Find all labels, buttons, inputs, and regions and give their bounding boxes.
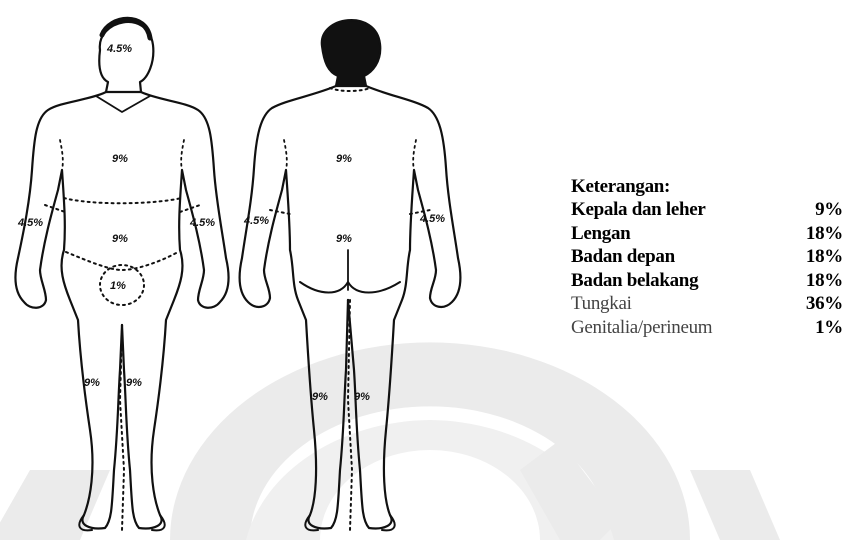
back-arm-left-label: 4.5%	[243, 215, 269, 227]
legend-value: 1%	[815, 316, 843, 340]
legend-value: 18%	[806, 222, 843, 246]
back-arm-right-label: 4.5%	[419, 213, 445, 225]
legend-row-back-torso: Badan belakang 18%	[571, 269, 843, 293]
front-leg-right-label: 9%	[126, 377, 142, 389]
legend-label: Genitalia/perineum	[571, 316, 712, 340]
front-abdomen-label: 9%	[112, 233, 128, 245]
front-head-label: 4.5%	[106, 43, 132, 55]
front-labels: 4.5% 9% 9% 4.5% 4.5% 1% 9% 9%	[17, 43, 215, 389]
legend-title: Keterangan:	[571, 176, 843, 198]
front-leg-left-label: 9%	[84, 377, 100, 389]
legend-value: 18%	[806, 245, 843, 269]
back-head-outline	[322, 20, 380, 86]
legend-label: Badan depan	[571, 245, 675, 269]
legend-label: Lengan	[571, 222, 630, 246]
legend-label: Badan belakang	[571, 269, 698, 293]
legend-row-legs: Tungkai 36%	[571, 292, 843, 316]
legend-row-arms: Lengan 18%	[571, 222, 843, 246]
front-genital-label: 1%	[110, 280, 126, 292]
legend-label: Kepala dan leher	[571, 198, 706, 222]
back-lower-label: 9%	[336, 233, 352, 245]
legend: Keterangan: Kepala dan leher 9% Lengan 1…	[571, 176, 843, 339]
legend-value: 18%	[806, 269, 843, 293]
back-upper-label: 9%	[336, 153, 352, 165]
legend-value: 36%	[806, 292, 843, 316]
legend-value: 9%	[815, 198, 843, 222]
legend-label: Tungkai	[571, 292, 632, 316]
back-leg-left-label: 9%	[312, 391, 328, 403]
front-arm-left-label: 4.5%	[17, 217, 43, 229]
legend-row-front-torso: Badan depan 18%	[571, 245, 843, 269]
front-arm-right-label: 4.5%	[189, 217, 215, 229]
legend-row-head-neck: Kepala dan leher 9%	[571, 198, 843, 222]
back-leg-right-label: 9%	[354, 391, 370, 403]
front-chest-label: 9%	[112, 153, 128, 165]
front-head-outline	[99, 22, 153, 92]
legend-row-genitalia: Genitalia/perineum 1%	[571, 316, 843, 340]
